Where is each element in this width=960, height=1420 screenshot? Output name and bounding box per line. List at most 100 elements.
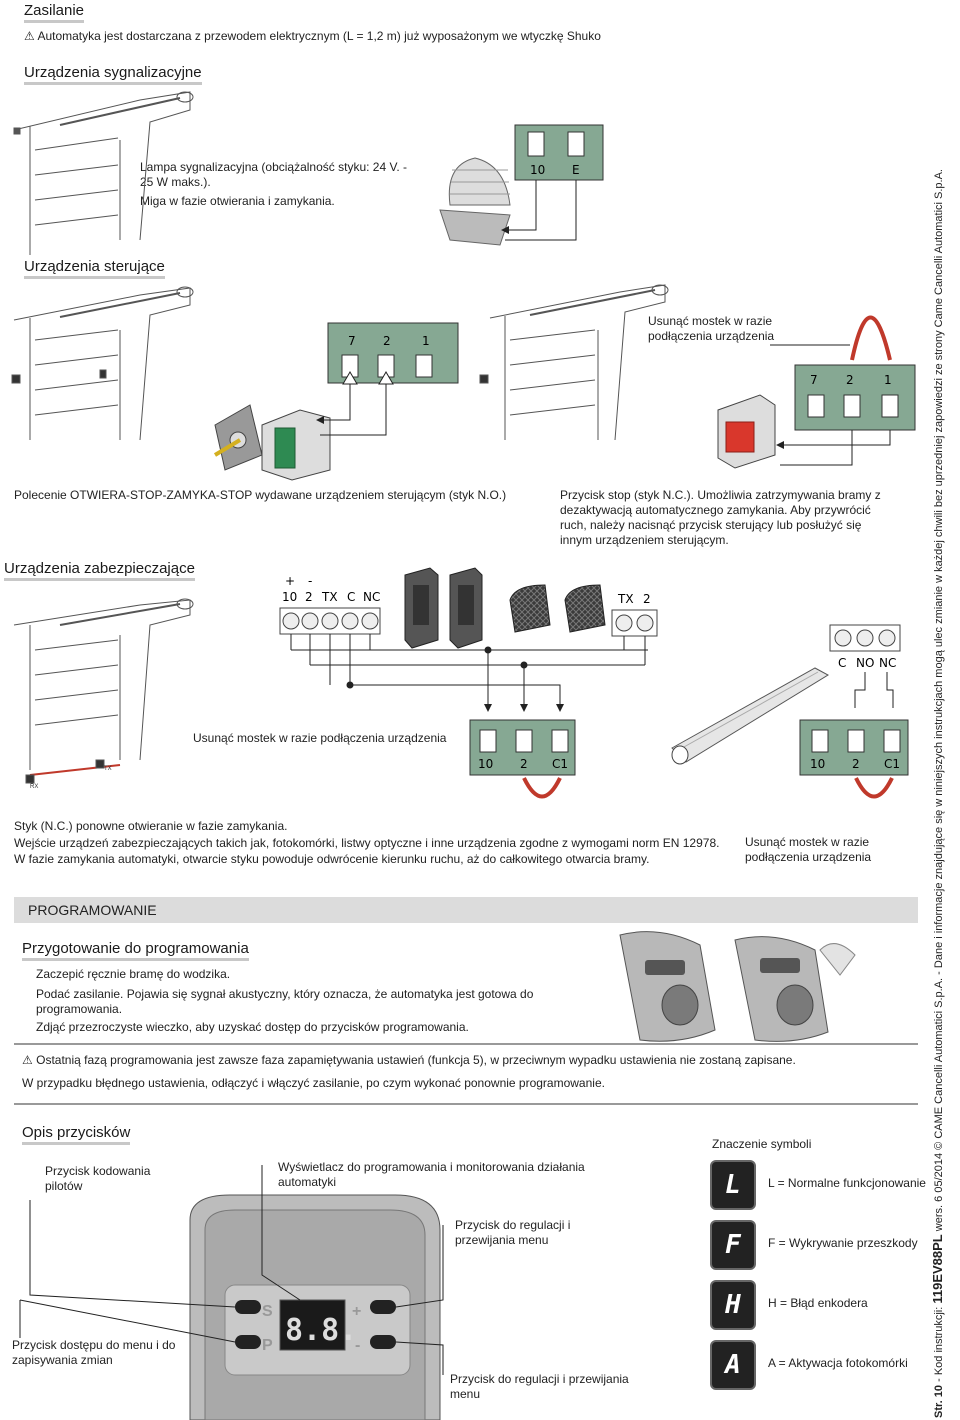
terminal-label: 2 [846,373,854,387]
terminal-label: 10 [810,757,825,771]
plus-button[interactable] [370,1300,396,1314]
terminal-label: C [838,656,846,670]
lamp-text: Lampa sygnalizacyjna (obciążalność styku… [140,160,408,189]
warning-box: ⚠ Ostatnią fazą programowania jest zawsz… [14,1043,918,1105]
terminal-sign: + [285,574,295,588]
terminal-block-lamp: 10 E [501,124,604,241]
terminal-label: C1 [884,757,900,771]
photocell-wiring [290,634,648,712]
terminal-sign: - [308,574,312,588]
nc-line-2: Wejście urządzeń zabezpieczających takic… [14,836,720,850]
symbol-display-a: A [710,1340,756,1390]
control-panel-illustration: 8.8. S P + - [189,1194,441,1420]
adjust-label-2: Przycisk do regulacji i przewijania menu [450,1372,629,1401]
section-heading-sygnalizacyjne: Urządzenia sygnalizacyjne [24,64,202,85]
prep-step-2: Podać zasilanie. Pojawia się sygnał akus… [36,987,534,1016]
lamp-text-2: Miga w fazie otwierania i zamykania. [140,194,335,208]
green-pushbutton-illustration [261,409,331,481]
symbol-display-h: H [710,1280,756,1330]
photocell-illustrations [404,567,606,649]
terminal-label: NC [363,590,380,604]
terminal-label: C1 [552,757,568,771]
opis-heading: Opis przycisków [22,1124,131,1145]
tx-terminal-strip: TX 2 [611,592,658,637]
terminal-label: NC [879,656,896,670]
nc-line-3: W fazie zamykania automatyki, otwarcie s… [14,852,650,866]
garage-door-illustration-2 [11,286,194,441]
terminal-block-stop: 7 2 1 [770,315,916,466]
sterujace-caption: Polecenie OTWIERA-STOP-ZAMYKA-STOP wydaw… [14,488,507,502]
terminal-label: 2 [643,592,651,606]
symbol-text-f: F = Wykrywanie przeszkody [768,1236,918,1250]
section-heading-zasilanie: Zasilanie [24,2,85,23]
warning-line-1: ⚠ Ostatnią fazą programowania jest zawsz… [22,1053,912,1068]
display-label: Wyświetlacz do programowania i monitorow… [278,1160,585,1189]
panel-leader-lines [19,1165,444,1375]
terminal-label: NO [856,656,874,670]
programowanie-bar: PROGRAMOWANIE [14,897,918,923]
symbol-text-l: L = Normalne funkcjonowanie [768,1176,926,1190]
zasilanie-text-body: Automatyka jest dostarczana z przewodem … [37,29,601,43]
rx-label: RX [30,784,38,790]
stop-caption: Przycisk stop (styk N.C.). Umożliwia zat… [560,488,881,547]
panel-p-label: P [262,1337,273,1354]
prep-step-3: Zdjąć przezroczyste wieczko, aby uzyskać… [36,1020,469,1034]
warning-icon: ⚠ [24,29,35,43]
terminal-block-control: 7 2 1 [316,322,459,436]
section-heading-zabezpieczajace: Urządzenia zabezpieczające [4,560,195,581]
minus-button[interactable] [370,1335,396,1349]
terminal-block-safety: 10 2 C1 [469,719,576,799]
terminal-label: 10 [478,757,493,771]
terminal-label: 10 [282,590,297,604]
panel-plus-label: + [352,1303,361,1320]
bridge-wire [854,777,894,799]
terminal-label: 7 [348,334,356,348]
warning-line-2: W przypadku błędnego ustawienia, odłączy… [22,1076,605,1090]
panel-minus-label: - [355,1337,360,1354]
terminal-label: 1 [884,373,892,387]
panel-s-label: S [262,1303,273,1320]
garage-door-illustration-1 [13,91,194,255]
terminal-label: E [572,163,580,177]
warning-lamp-illustration [439,157,511,246]
terminal-label: 2 [520,757,528,771]
nc-line-1: Styk (N.C.) ponowne otwieranie w fazie z… [14,819,288,833]
remove-bridge-note-2: Usunąć mostek w razie podłączenia urządz… [193,731,447,745]
coding-button[interactable] [235,1300,261,1314]
warning-icon: ⚠ [22,1053,33,1067]
safety-edge-illustration [671,667,830,765]
remote-control-illustration [619,931,856,1042]
remove-bridge-note-3: Usunąć mostek w razie podłączenia urządz… [745,835,872,864]
bridge-wire [850,315,892,361]
programowanie-title: PROGRAMOWANIE [28,902,157,918]
symbol-display-l: L [710,1160,756,1210]
symbol-text-h: H = Błąd enkodera [768,1296,868,1310]
terminal-label: TX [321,590,338,604]
menu-button[interactable] [235,1335,261,1349]
stop-button-illustration [717,394,776,469]
terminal-label: 2 [305,590,313,604]
prep-step-1: Zaczepić ręcznie bramę do wodzika. [36,967,231,981]
adjust-label-1: Przycisk do regulacji i przewijania menu [455,1218,571,1247]
bridge-wire [522,777,562,799]
terminal-label: 2 [852,757,860,771]
terminal-label: 10 [530,163,545,177]
edge-terminal-strip: C NO NC [829,624,901,708]
terminal-label: 7 [810,373,818,387]
remove-bridge-note-1: Usunąć mostek w razie podłączenia urządz… [648,314,775,343]
photocell-terminal-strip: + - 10 2 TX C NC [279,574,381,635]
terminal-label: TX [617,592,634,606]
symbol-display-f: F [710,1220,756,1270]
panel-display-value: 8.8. [285,1313,357,1348]
section-heading-sterujace: Urządzenia sterujące [24,258,165,279]
zasilanie-text: ⚠ Automatyka jest dostarczana z przewode… [24,29,924,44]
tx-label: TX [104,766,112,772]
key-selector-illustration [213,404,263,471]
terminal-label: 2 [383,334,391,348]
terminal-label: 1 [422,334,430,348]
garage-door-illustration-4: RX TX [13,598,194,790]
prep-heading: Przygotowanie do programowania [22,940,249,961]
symbol-text-a: A = Aktywacja fotokomórki [768,1356,908,1370]
garage-door-illustration-3 [479,284,669,441]
